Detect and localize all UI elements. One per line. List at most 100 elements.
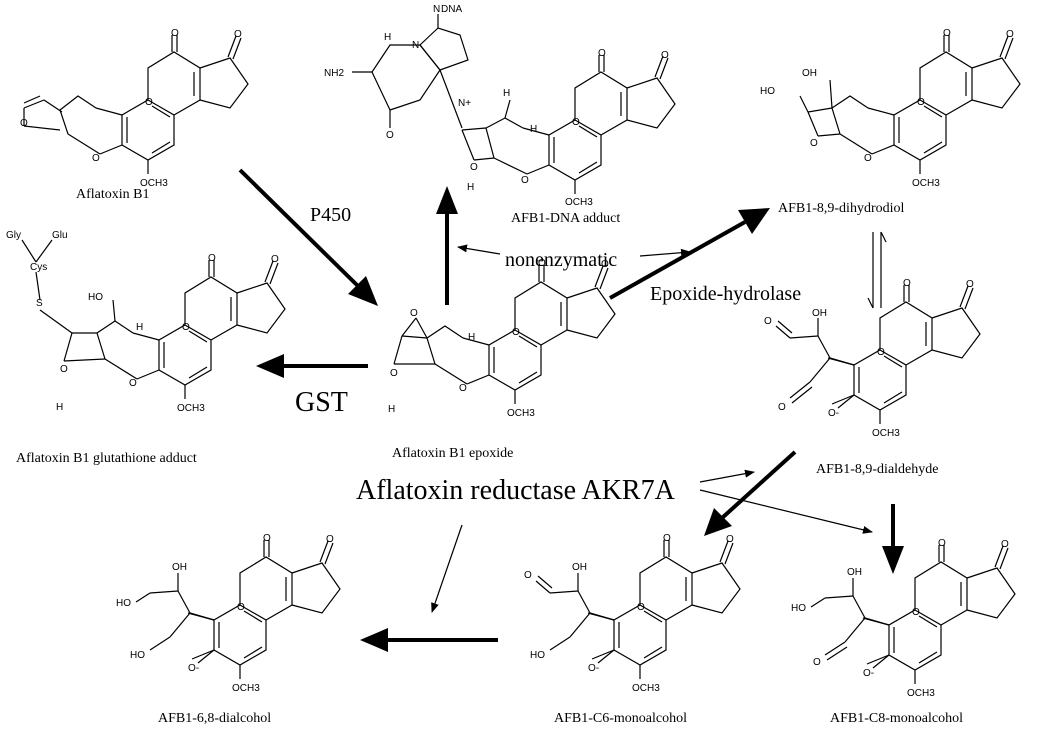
epoxide-structure	[393, 264, 616, 405]
arrow-reductase-to-c8	[699, 489, 873, 534]
atom-oh: OH	[847, 567, 862, 578]
label-reductase: Aflatoxin reductase AKR7A	[356, 475, 676, 506]
atom-o: O	[237, 602, 245, 613]
dialdehyde-structure	[775, 284, 981, 425]
atom-o-minus: O-	[588, 663, 599, 674]
atom-o: O	[778, 402, 786, 413]
atom-h: H	[467, 182, 474, 193]
atom-o: O	[864, 153, 872, 164]
arrow-to-dna-adduct	[436, 186, 458, 305]
atom-cys: Cys	[30, 262, 47, 273]
atom-ho: HO	[130, 650, 145, 661]
atom-o-minus: O-	[188, 663, 199, 674]
atom-o: O	[601, 259, 609, 270]
dialcohol-structure	[135, 539, 341, 680]
atom-o: O	[637, 602, 645, 613]
atom-o: O	[386, 130, 394, 141]
atom-ho: HO	[791, 603, 806, 614]
label-gst: GST	[295, 387, 348, 418]
atom-ho: HO	[760, 86, 775, 97]
atom-o: O	[938, 538, 946, 549]
atom-och3: OCH3	[232, 683, 260, 694]
atom-ho: HO	[116, 598, 131, 609]
arrow-p450	[238, 168, 378, 306]
atom-o: O	[60, 364, 68, 375]
atom-h: H	[503, 88, 510, 99]
equilibrium-arrows	[867, 231, 887, 309]
atom-o: O	[813, 657, 821, 668]
atom-h: H	[56, 402, 63, 413]
atom-o: O	[459, 383, 467, 394]
label-epoxide-hydrolase: Epoxide-hydrolase	[650, 283, 801, 305]
label-p450: P450	[310, 204, 351, 226]
atom-nh: H	[384, 32, 391, 43]
arrow-to-c6-monoalcohol	[704, 450, 797, 536]
atom-o-minus: O-	[828, 408, 839, 419]
atom-och3: OCH3	[177, 403, 205, 414]
atom-o: O	[92, 153, 100, 164]
atom-o: O	[470, 162, 478, 173]
atom-och3: OCH3	[140, 178, 168, 189]
atom-o: O	[271, 254, 279, 265]
label-dna-adduct: AFB1-DNA adduct	[511, 211, 620, 226]
c8-monoalcohol-structure	[810, 544, 1016, 685]
label-dihydrodiol: AFB1-8,9-dihydrodiol	[778, 201, 905, 216]
label-epoxide: Aflatoxin B1 epoxide	[392, 446, 513, 461]
atom-n: N	[433, 4, 440, 15]
c6-monoalcohol-structure	[535, 539, 741, 680]
arrow-nonenzymatic-right	[639, 248, 691, 257]
atom-o: O	[538, 258, 546, 269]
atom-oh: OH	[572, 562, 587, 573]
atom-oh: OH	[172, 562, 187, 573]
atom-och3: OCH3	[912, 178, 940, 189]
atom-o: O	[208, 253, 216, 264]
atom-o: O	[524, 570, 532, 581]
atom-o-minus: O-	[863, 668, 874, 679]
atom-o: O	[234, 29, 242, 40]
atom-ho: HO	[530, 650, 545, 661]
atom-h: H	[530, 124, 537, 135]
atom-gly: Gly	[6, 230, 21, 241]
arrow-to-dialcohol	[360, 628, 498, 652]
dna-adduct-structure	[352, 14, 676, 195]
atom-n: N	[412, 40, 419, 51]
label-dialcohol: AFB1-6,8-dialcohol	[158, 711, 271, 726]
atom-h: H	[136, 322, 143, 333]
atom-o: O	[810, 138, 818, 149]
atom-o: O	[390, 368, 398, 379]
atom-o: O	[145, 97, 153, 108]
arrow-gst	[256, 354, 368, 378]
atom-o: O	[326, 534, 334, 545]
atom-och3: OCH3	[907, 688, 935, 699]
dihydrodiol-structure	[799, 34, 1021, 175]
atom-o: O	[877, 347, 885, 358]
atom-o: O	[966, 279, 974, 290]
atom-h: H	[388, 404, 395, 415]
atom-o: O	[171, 28, 179, 39]
atom-och3: OCH3	[632, 683, 660, 694]
aflatoxin-b1-structure	[23, 34, 249, 175]
atom-ho: HO	[88, 292, 103, 303]
arrow-to-c8-monoalcohol	[882, 504, 904, 574]
atom-o: O	[917, 97, 925, 108]
atom-o: O	[263, 533, 271, 544]
atom-o: O	[182, 322, 190, 333]
atom-o: O	[512, 327, 520, 338]
atom-o: O	[764, 316, 772, 327]
arrow-nonenzymatic-left	[457, 244, 501, 255]
atom-o: O	[663, 533, 671, 544]
atom-s: S	[36, 298, 43, 309]
atom-glu: Glu	[52, 230, 68, 241]
atom-oh: OH	[802, 68, 817, 79]
atom-o: O	[726, 534, 734, 545]
atom-o: O	[661, 50, 669, 61]
glutathione-adduct-structure	[21, 239, 286, 400]
atom-n-plus: N+	[458, 98, 471, 109]
arrow-to-dihydrodiol	[609, 208, 770, 300]
atom-h: H	[468, 332, 475, 343]
atom-o: O	[20, 118, 28, 129]
arrow-reductase-to-dialdehyde	[699, 469, 755, 483]
atom-o: O	[410, 308, 418, 319]
